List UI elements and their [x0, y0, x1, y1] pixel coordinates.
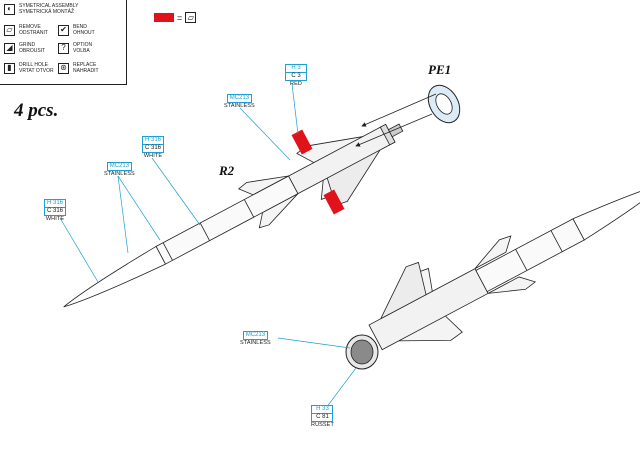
missile-lower: [368, 184, 640, 351]
replace-icon: ⊛: [58, 62, 69, 74]
callout-body-stainless: MC213 STAINLESS: [104, 162, 135, 177]
callout-nose-white: H 316 C 316 WHITE: [44, 199, 67, 222]
grind-icon: ◢: [4, 42, 15, 54]
legend-item-line: OHNOUT: [73, 30, 95, 36]
callout-red-band: H 3 C 3 RED: [285, 64, 307, 88]
leader-lines: [59, 83, 357, 409]
legend-item-line: GRIND: [19, 42, 36, 48]
red-swatch: [154, 13, 174, 22]
nozzle-inner: [350, 339, 374, 365]
red-band-bottom: [323, 189, 345, 215]
legend-item-line: NAHRADIT: [73, 68, 99, 74]
remove-icon: ▱: [185, 12, 197, 23]
legend-item-line: BEND: [73, 24, 87, 30]
part-label-pe1: PE1: [428, 62, 452, 77]
callout-mid-stainless: MC213 STAINLESS: [224, 94, 255, 109]
legend-item-line: OPTION: [73, 42, 93, 48]
callout-body-white: H 316 C 316 WHITE: [142, 136, 165, 159]
callout-rear-stainless: MC213 STAINLESS: [240, 331, 271, 346]
option-icon: ?: [58, 42, 69, 54]
bend-icon: ✔: [58, 24, 69, 36]
drill-icon: ▮: [4, 62, 15, 74]
legend-item-line: DRILL HOLE: [19, 62, 48, 68]
pe1-ring: [427, 84, 461, 124]
part-label-r2: R2: [219, 163, 235, 178]
quantity-label: 4 pcs.: [14, 100, 59, 121]
equals-sign: =: [177, 12, 183, 23]
legend-item-line: VOLBA: [73, 48, 90, 54]
red-band-top: [291, 129, 313, 155]
remove-icon: ▱: [4, 24, 15, 36]
red-color-key: = ▱: [154, 12, 197, 23]
legend-item-line: REMOVE: [19, 24, 41, 30]
legend-item-line: VRTAT OTVOR: [19, 68, 54, 74]
missile-upper: [63, 123, 404, 308]
legend-item-line: OBROUSIT: [19, 48, 46, 54]
legend-item-line: SYMETRICAL ASSEMBLY: [19, 3, 79, 9]
callout-nozzle-russet: H 33 C 81 RUSSET: [311, 405, 334, 428]
legend-item-line: SYMETRICKÁ MONTÁŽ: [19, 9, 75, 15]
symmetry-icon: ◐: [4, 3, 15, 15]
legend-item-line: REPLACE: [73, 62, 97, 68]
legend-item-line: ODSTRANIT: [19, 30, 48, 36]
